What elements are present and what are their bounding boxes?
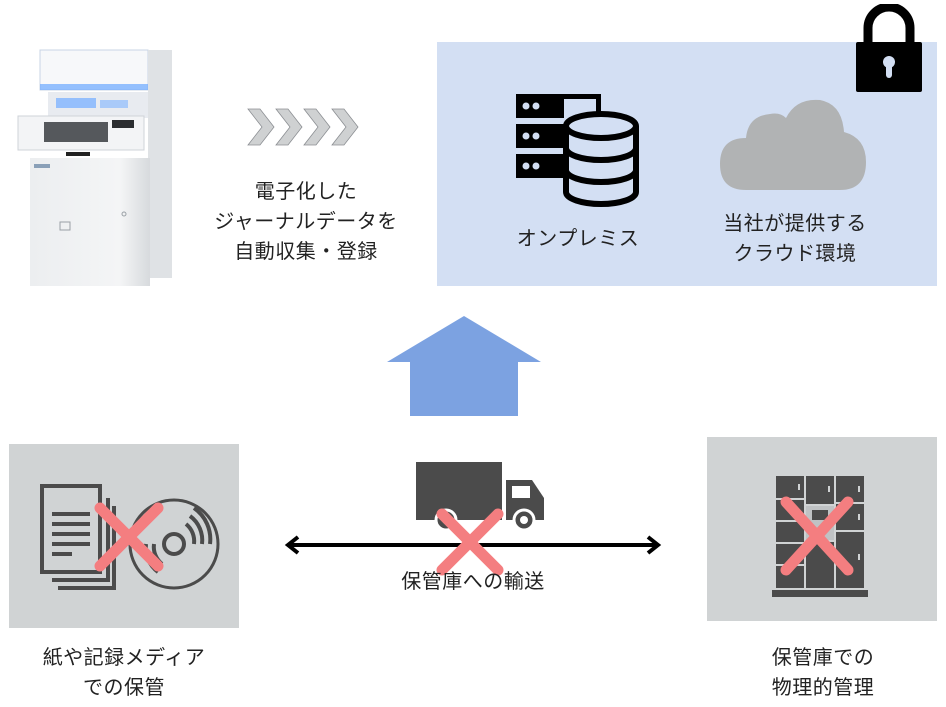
cloud-label: 当社が提供する クラウド環境: [690, 208, 900, 268]
locker-icon: [770, 470, 870, 598]
caption-line: 電子化した: [254, 179, 358, 203]
collection-caption: 電子化した ジャーナルデータを 自動収集・登録: [186, 176, 426, 266]
server-database-icon: [516, 92, 640, 210]
cross-mark: [94, 502, 164, 572]
data-flow-chevrons-icon: [246, 105, 362, 149]
caption-line: 保管庫での: [771, 645, 875, 669]
transport-label: 保管庫への輸送: [401, 569, 545, 593]
journal-terminal-image: [8, 48, 178, 288]
caption-line: 物理的管理: [771, 675, 875, 699]
caption-line: 紙や記録メディア: [42, 645, 206, 669]
cloud-label-line: 当社が提供する: [723, 211, 867, 235]
vault-caption: 保管庫での 物理的管理: [700, 642, 946, 702]
paper-media-caption: 紙や記録メディア での保管: [0, 642, 248, 702]
lock-icon: [854, 2, 924, 94]
cross-mark-icon: [434, 508, 506, 576]
cloud-label-line: クラウド環境: [733, 241, 857, 265]
document-and-disc-icon: [34, 478, 220, 598]
caption-line: 自動収集・登録: [234, 239, 378, 263]
caption-line: での保管: [83, 675, 165, 699]
upgrade-up-arrow: [387, 316, 541, 416]
cross-mark: [780, 496, 854, 576]
caption-line: ジャーナルデータを: [214, 209, 398, 233]
cloud-icon: [718, 98, 868, 192]
onprem-label: オンプレミス: [516, 226, 640, 250]
